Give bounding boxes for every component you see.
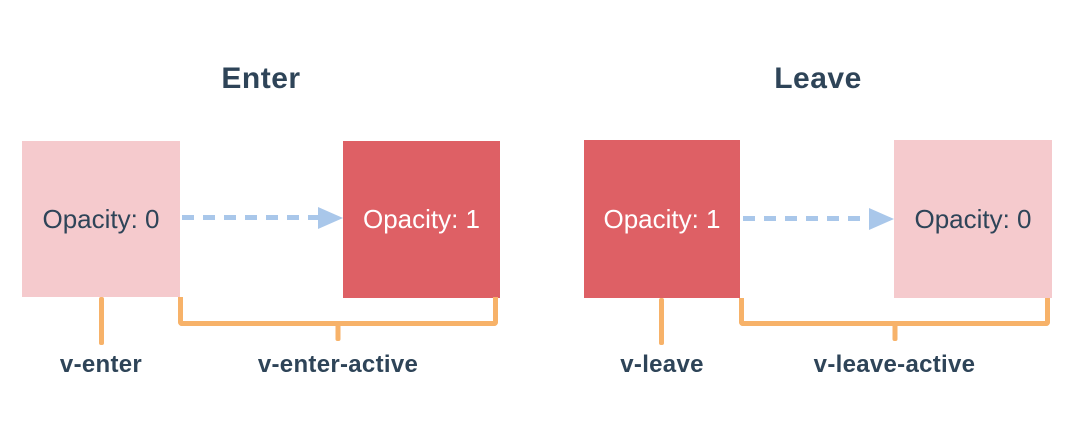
v-enter-label: v-enter	[59, 351, 143, 378]
enter-end-opacity-label: Opacity: 1	[362, 204, 481, 234]
v-leave-active-label: v-leave-active	[813, 351, 976, 378]
leave-start-opacity-label: Opacity: 1	[603, 203, 721, 234]
enter-panel-title: Enter	[221, 62, 301, 95]
leave-end-opacity-box: Opacity: 0	[894, 140, 1052, 298]
v-leave-tick-line	[659, 298, 664, 345]
leave-dashed-arrow-line	[743, 216, 869, 221]
enter-dashed-arrow-line	[182, 215, 318, 220]
enter-start-opacity-box: Opacity: 0	[22, 141, 180, 297]
enter-start-opacity-label: Opacity: 0	[42, 203, 160, 234]
v-enter-active-bracket	[178, 297, 498, 326]
v-enter-active-label: v-enter-active	[257, 351, 419, 378]
enter-end-opacity-box: Opacity: 1	[343, 141, 500, 298]
v-enter-tick-line	[99, 297, 104, 345]
v-leave-active-bracket	[739, 298, 1050, 326]
v-leave-label: v-leave	[620, 351, 704, 378]
leave-end-opacity-label: Opacity: 0	[914, 203, 1032, 234]
leave-panel-title: Leave	[774, 62, 862, 95]
enter-panel: Enter Opacity: 0 Opacity: 1 v-enter v-en…	[0, 0, 539, 430]
leave-start-opacity-box: Opacity: 1	[584, 140, 740, 298]
leave-arrow-head-icon	[869, 208, 894, 230]
enter-arrow-head-icon	[318, 207, 343, 229]
